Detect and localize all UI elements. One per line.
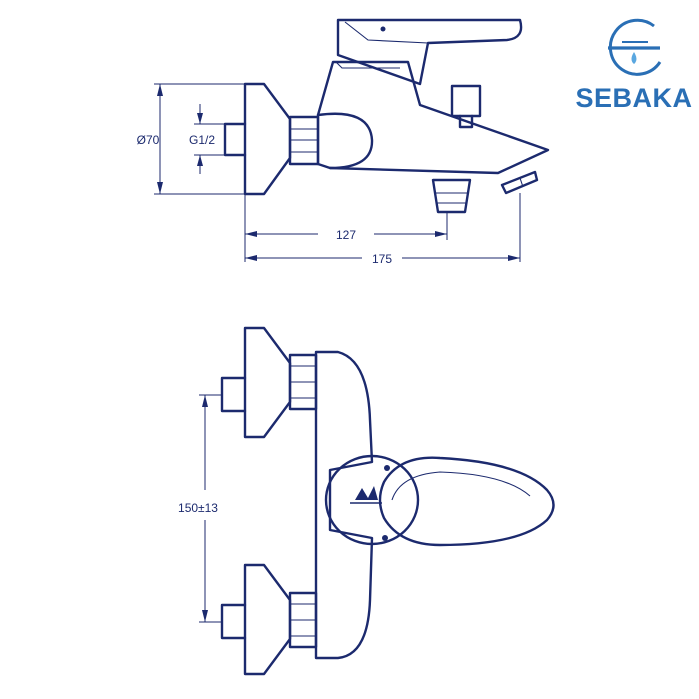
lever-handle: [336, 18, 523, 86]
body-oval: [316, 112, 374, 170]
depth-spout-label: 127: [336, 228, 356, 242]
thread-label: G1/2: [189, 133, 215, 147]
brand-name: SEBAKA: [575, 83, 692, 113]
diverter-stem: [458, 114, 474, 129]
mixer-body-front: [314, 350, 374, 660]
inlet-pipe: [223, 122, 247, 157]
side-dimensions: Ø70 G1/2 127 175: [137, 83, 521, 266]
emblem-icon: [355, 486, 378, 500]
water-tap-drop-icon: [608, 18, 662, 76]
inlet-pipe-top: [220, 376, 247, 413]
side-view: [223, 18, 550, 214]
diameter-label: Ø70: [137, 133, 160, 147]
diverter-knob: [450, 84, 482, 118]
mixer-body: [316, 60, 550, 175]
front-dimensions: 150±13: [178, 394, 222, 623]
shower-outlet: [431, 178, 472, 214]
center-distance-label: 150±13: [178, 501, 218, 515]
cartridge-housing: [324, 454, 420, 546]
flange-bottom: [243, 563, 292, 676]
inlet-pipe-bottom: [220, 603, 247, 640]
brand-logo: SEBAKA: [575, 18, 692, 113]
lever-front: [378, 456, 555, 547]
spout-aerator: [500, 170, 539, 195]
wall-flange: [243, 82, 292, 196]
flange-top: [243, 326, 292, 439]
front-view: [220, 326, 555, 676]
depth-total-label: 175: [372, 252, 392, 266]
